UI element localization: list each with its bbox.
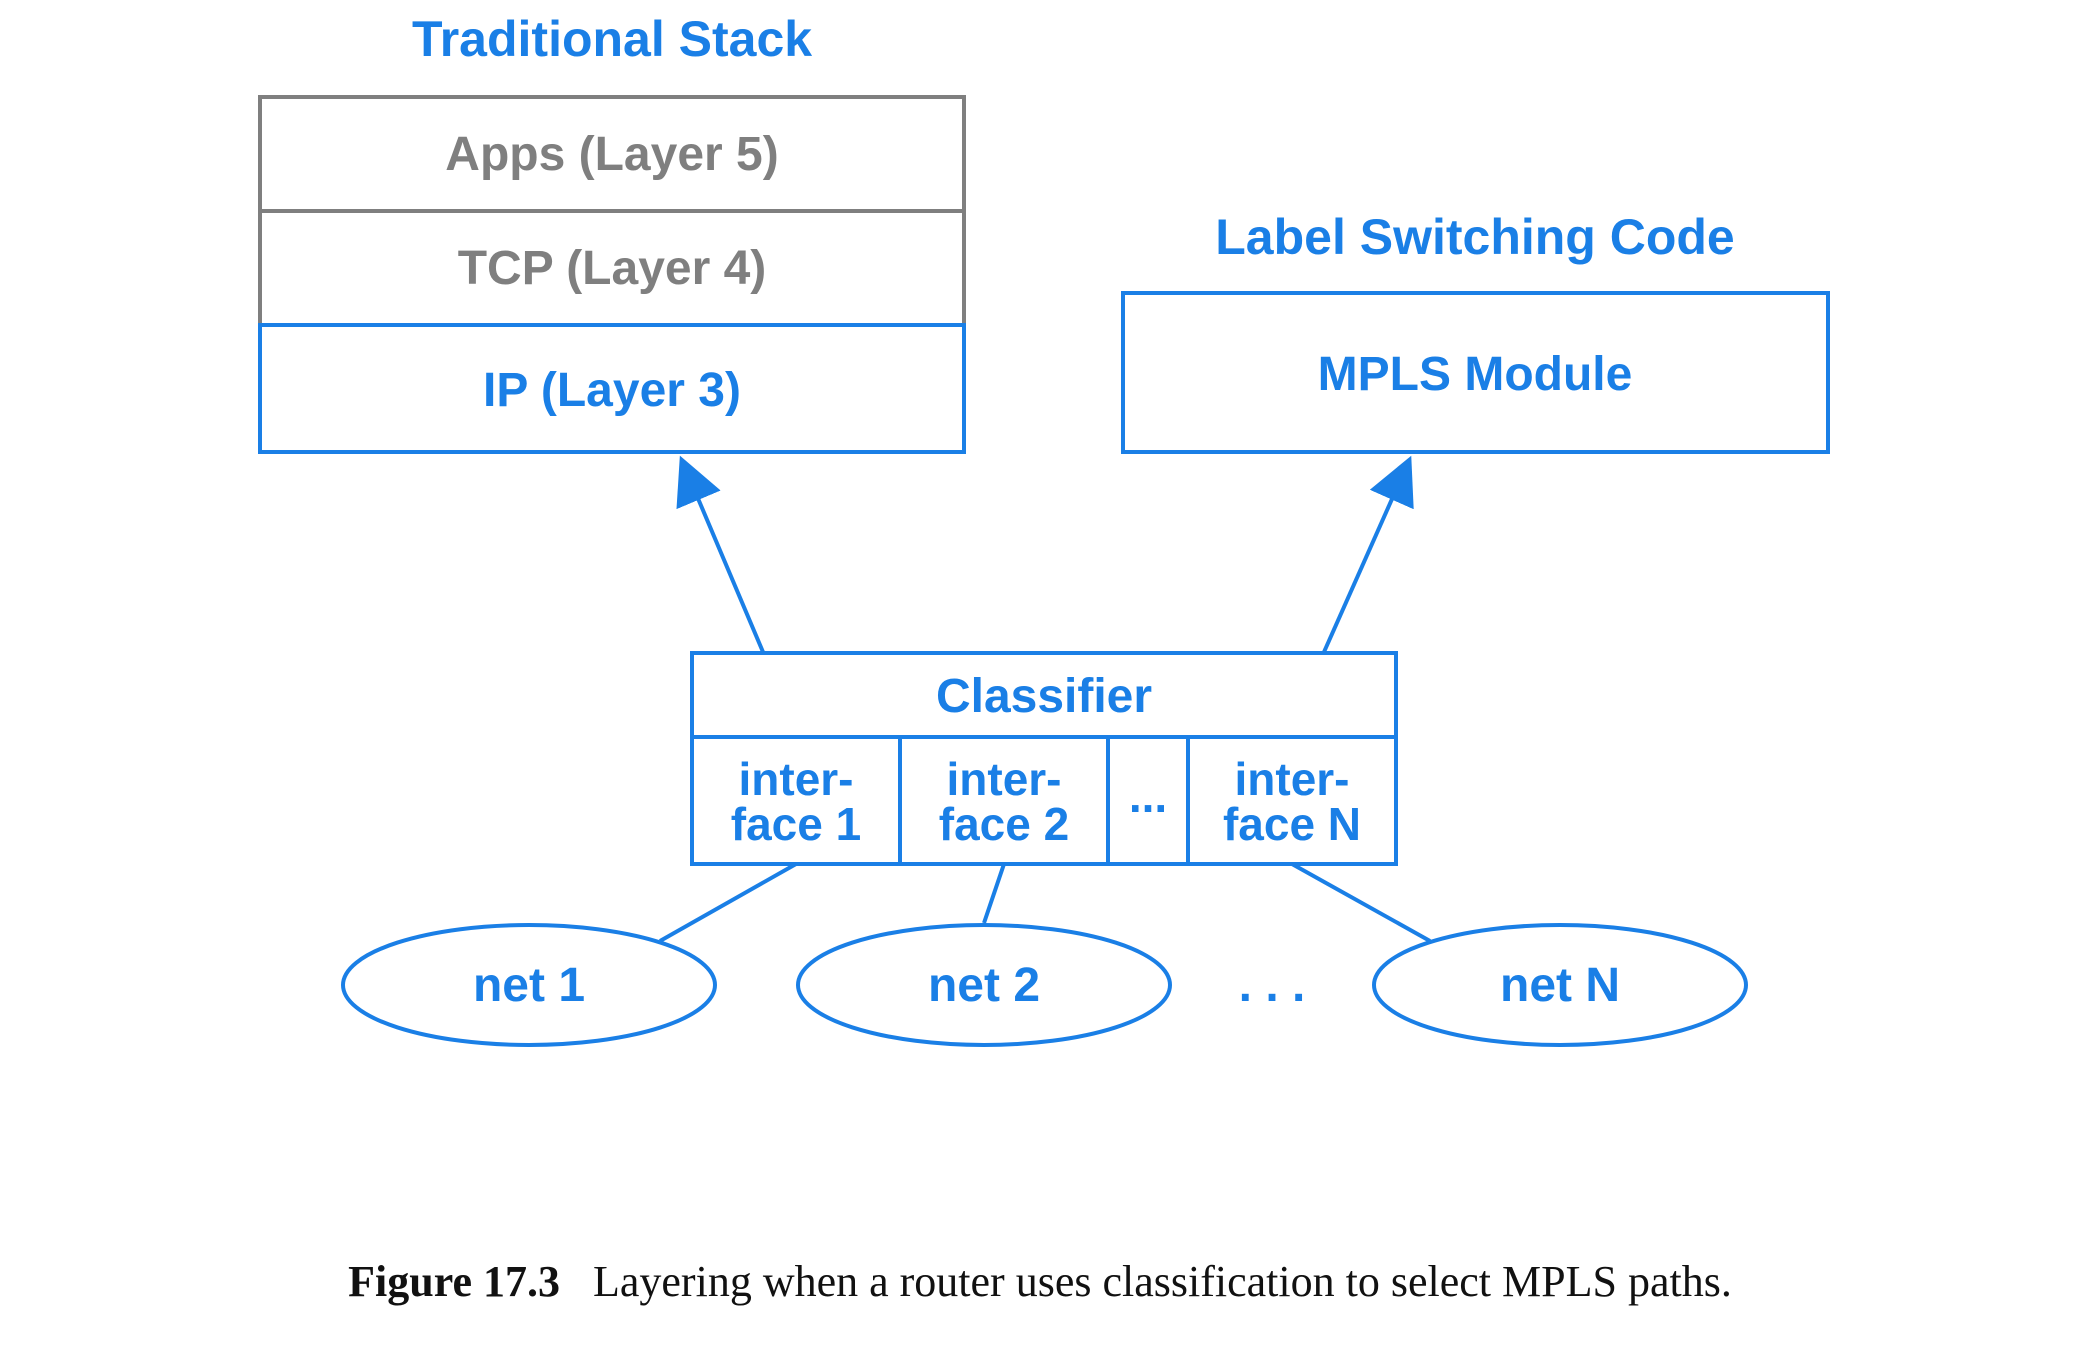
ip-layer-box xyxy=(258,323,966,454)
traditional-stack: Apps (Layer 5) TCP (Layer 4) IP (Layer 3… xyxy=(258,95,966,454)
networks-ellipsis: . . . xyxy=(1239,959,1306,1012)
net-1-label: net 1 xyxy=(473,959,585,1012)
net-n-label: net N xyxy=(1500,959,1620,1012)
interface-1-label-line2: face 1 xyxy=(731,798,861,850)
mpls-module-box xyxy=(1121,291,1830,454)
arrow-to-mpls-module xyxy=(1322,455,1414,653)
apps-layer-label: Apps (Layer 5) xyxy=(445,128,778,181)
classifier-label: Classifier xyxy=(936,670,1152,723)
mpls-module-label: MPLS Module xyxy=(1318,348,1633,401)
link-interface-1-net-1 xyxy=(659,862,797,943)
interface-n-label-line1: inter- xyxy=(1235,753,1350,805)
interface-2-label-line2: face 2 xyxy=(939,798,1069,850)
arrow-to-ip-layer xyxy=(676,455,765,653)
figure-caption: Figure 17.3 Layering when a router uses … xyxy=(348,1257,1732,1306)
classifier-block: Classifier inter- face 1 inter- face 2 .… xyxy=(690,651,1398,866)
figure-caption-text: Layering when a router uses classificati… xyxy=(593,1257,1732,1306)
interface-1-label-line1: inter- xyxy=(739,753,854,805)
link-interface-n-net-n xyxy=(1291,862,1431,943)
networks: net 1 net 2 . . . net N xyxy=(341,923,1748,1047)
caption-spacer xyxy=(582,1257,593,1306)
figure-number: Figure 17.3 xyxy=(348,1257,560,1306)
tcp-layer-label: TCP (Layer 4) xyxy=(458,242,767,295)
net-2-ellipse xyxy=(796,923,1172,1047)
interface-ellipsis-label: ... xyxy=(1129,770,1167,822)
traditional-stack-title: Traditional Stack xyxy=(412,11,812,67)
net-n-ellipse xyxy=(1372,923,1748,1047)
net-1-ellipse xyxy=(341,923,717,1047)
net-2-label: net 2 xyxy=(928,959,1040,1012)
link-interface-2-net-2 xyxy=(982,863,1006,924)
interface-2-label-line1: inter- xyxy=(947,753,1062,805)
label-switching-title: Label Switching Code xyxy=(1215,209,1734,265)
ip-layer-label: IP (Layer 3) xyxy=(483,364,741,417)
interface-n-label-line2: face N xyxy=(1223,798,1361,850)
